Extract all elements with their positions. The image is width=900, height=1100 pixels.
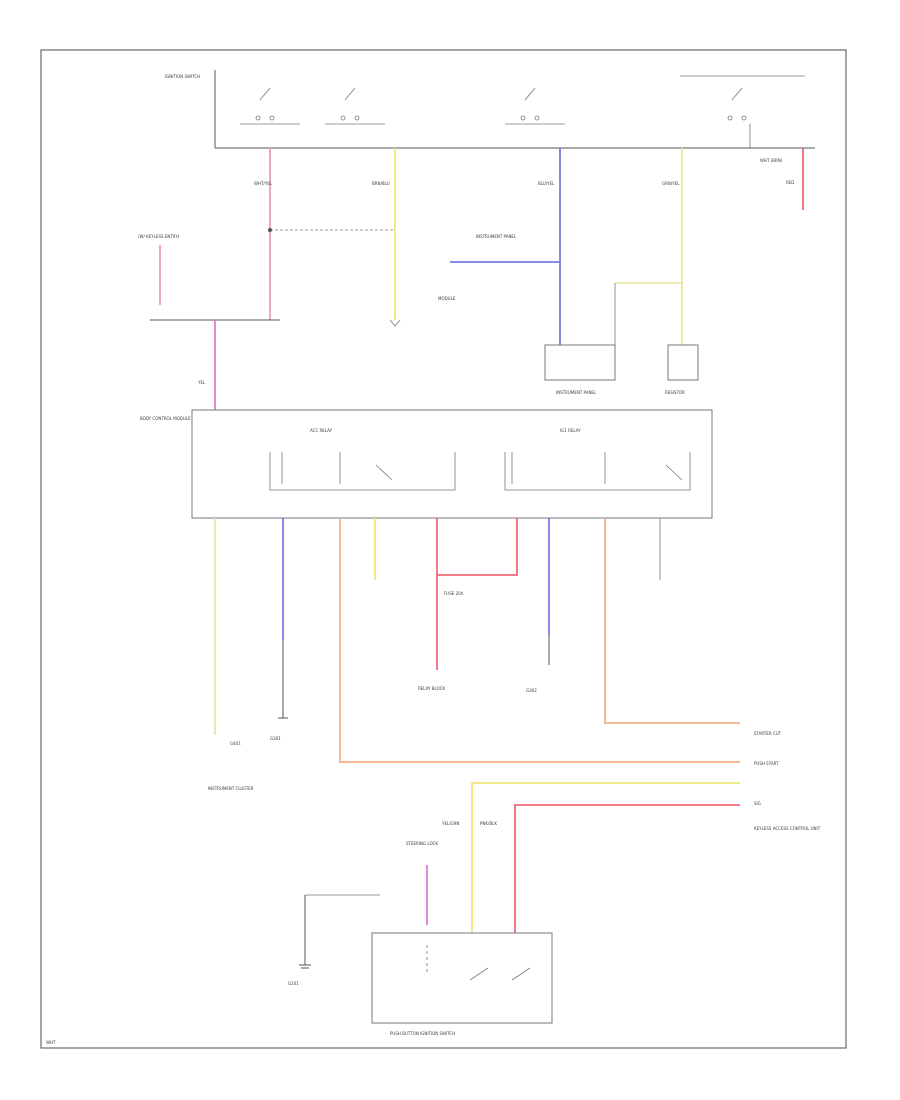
- ground-mid-left-label: G301: [270, 736, 281, 741]
- wire-red-branch: [437, 518, 518, 576]
- connector-right-note: KEYLESS ACCESS CONTROL UNIT: [754, 826, 821, 831]
- bottom-ground-label: G401: [230, 741, 241, 746]
- switch-4: [680, 75, 805, 148]
- yellow-arrow: [389, 319, 401, 327]
- wire-pink-bottom: [514, 804, 740, 935]
- pink-label: PNK/BLK: [480, 821, 497, 826]
- wire-yellow-bottom: [471, 782, 740, 935]
- center-module: [191, 409, 713, 519]
- wire-label-c: BLU/YEL: [538, 181, 555, 186]
- top-right-wire-label: RED: [786, 180, 794, 185]
- splice-dot: [268, 228, 272, 232]
- bottom-switch-block-label: PUSH BUTTON IGNITION SWITCH: [390, 1031, 455, 1036]
- bottom-switch-contact-2: [511, 967, 531, 981]
- fuse-center-label: FUSE 20A: [444, 591, 464, 596]
- top-right-label: WHT (BRN): [760, 158, 783, 163]
- relay-block-label: RELAY BLOCK: [418, 686, 446, 691]
- sensor-box-label: RESISTOR: [665, 390, 685, 395]
- svg-text:IG1 RELAY: IG1 RELAY: [560, 428, 581, 433]
- bottom-switch-block: [371, 932, 553, 1024]
- ground-mid-left: [278, 640, 288, 719]
- lower-left-ground: [299, 895, 311, 969]
- bottom-left-conn: INSTRUMENT CLUSTER: [208, 786, 254, 791]
- bottom-switch-title: STEERING LOCK: [406, 841, 438, 846]
- yellow-label: YEL/GRN: [441, 821, 459, 826]
- switch-1: [240, 87, 300, 125]
- svg-text:ACC RELAY: ACC RELAY: [310, 428, 333, 433]
- relay-right: IG1 RELAY: [504, 428, 691, 491]
- bottom-switch-contact-1: [469, 967, 489, 981]
- ignition-switch-label: IGNITION SWITCH: [165, 74, 200, 79]
- corner-id: WHT: [46, 1040, 56, 1045]
- wire-label-a: WHT/YEL: [254, 181, 273, 186]
- wire-label-b: BRN/BLU: [372, 181, 390, 186]
- left-wire-label: YEL: [197, 380, 206, 385]
- connector-right-2: PUSH START: [754, 761, 779, 766]
- sensor-box: [667, 344, 699, 381]
- instrument-box: [544, 344, 616, 381]
- diagram-border: [40, 49, 847, 1049]
- connector-right-1: STARTER CUT: [754, 731, 782, 736]
- left-splice-note: (W/ KEYLESS ENTRY): [138, 234, 180, 239]
- instrument-box-label: INSTRUMENT PANEL: [556, 390, 597, 395]
- connector-right-3: SIG: [754, 801, 761, 806]
- wire-orange-right: [604, 518, 740, 724]
- module-note: MODULE: [438, 296, 456, 301]
- switch-2: [325, 87, 385, 125]
- relay-left: ACC RELAY: [269, 428, 456, 491]
- instrument-panel-note: INSTRUMENT PANEL: [476, 234, 517, 239]
- switch-3: [505, 87, 565, 125]
- center-module-label: BODY CONTROL MODULE: [140, 416, 191, 421]
- lower-left-ground-label: G201: [288, 981, 299, 986]
- wire-orange-long: [339, 518, 740, 763]
- wire-label-d: GRN/YEL: [662, 181, 680, 186]
- ground-mid-right-label: G302: [526, 688, 537, 693]
